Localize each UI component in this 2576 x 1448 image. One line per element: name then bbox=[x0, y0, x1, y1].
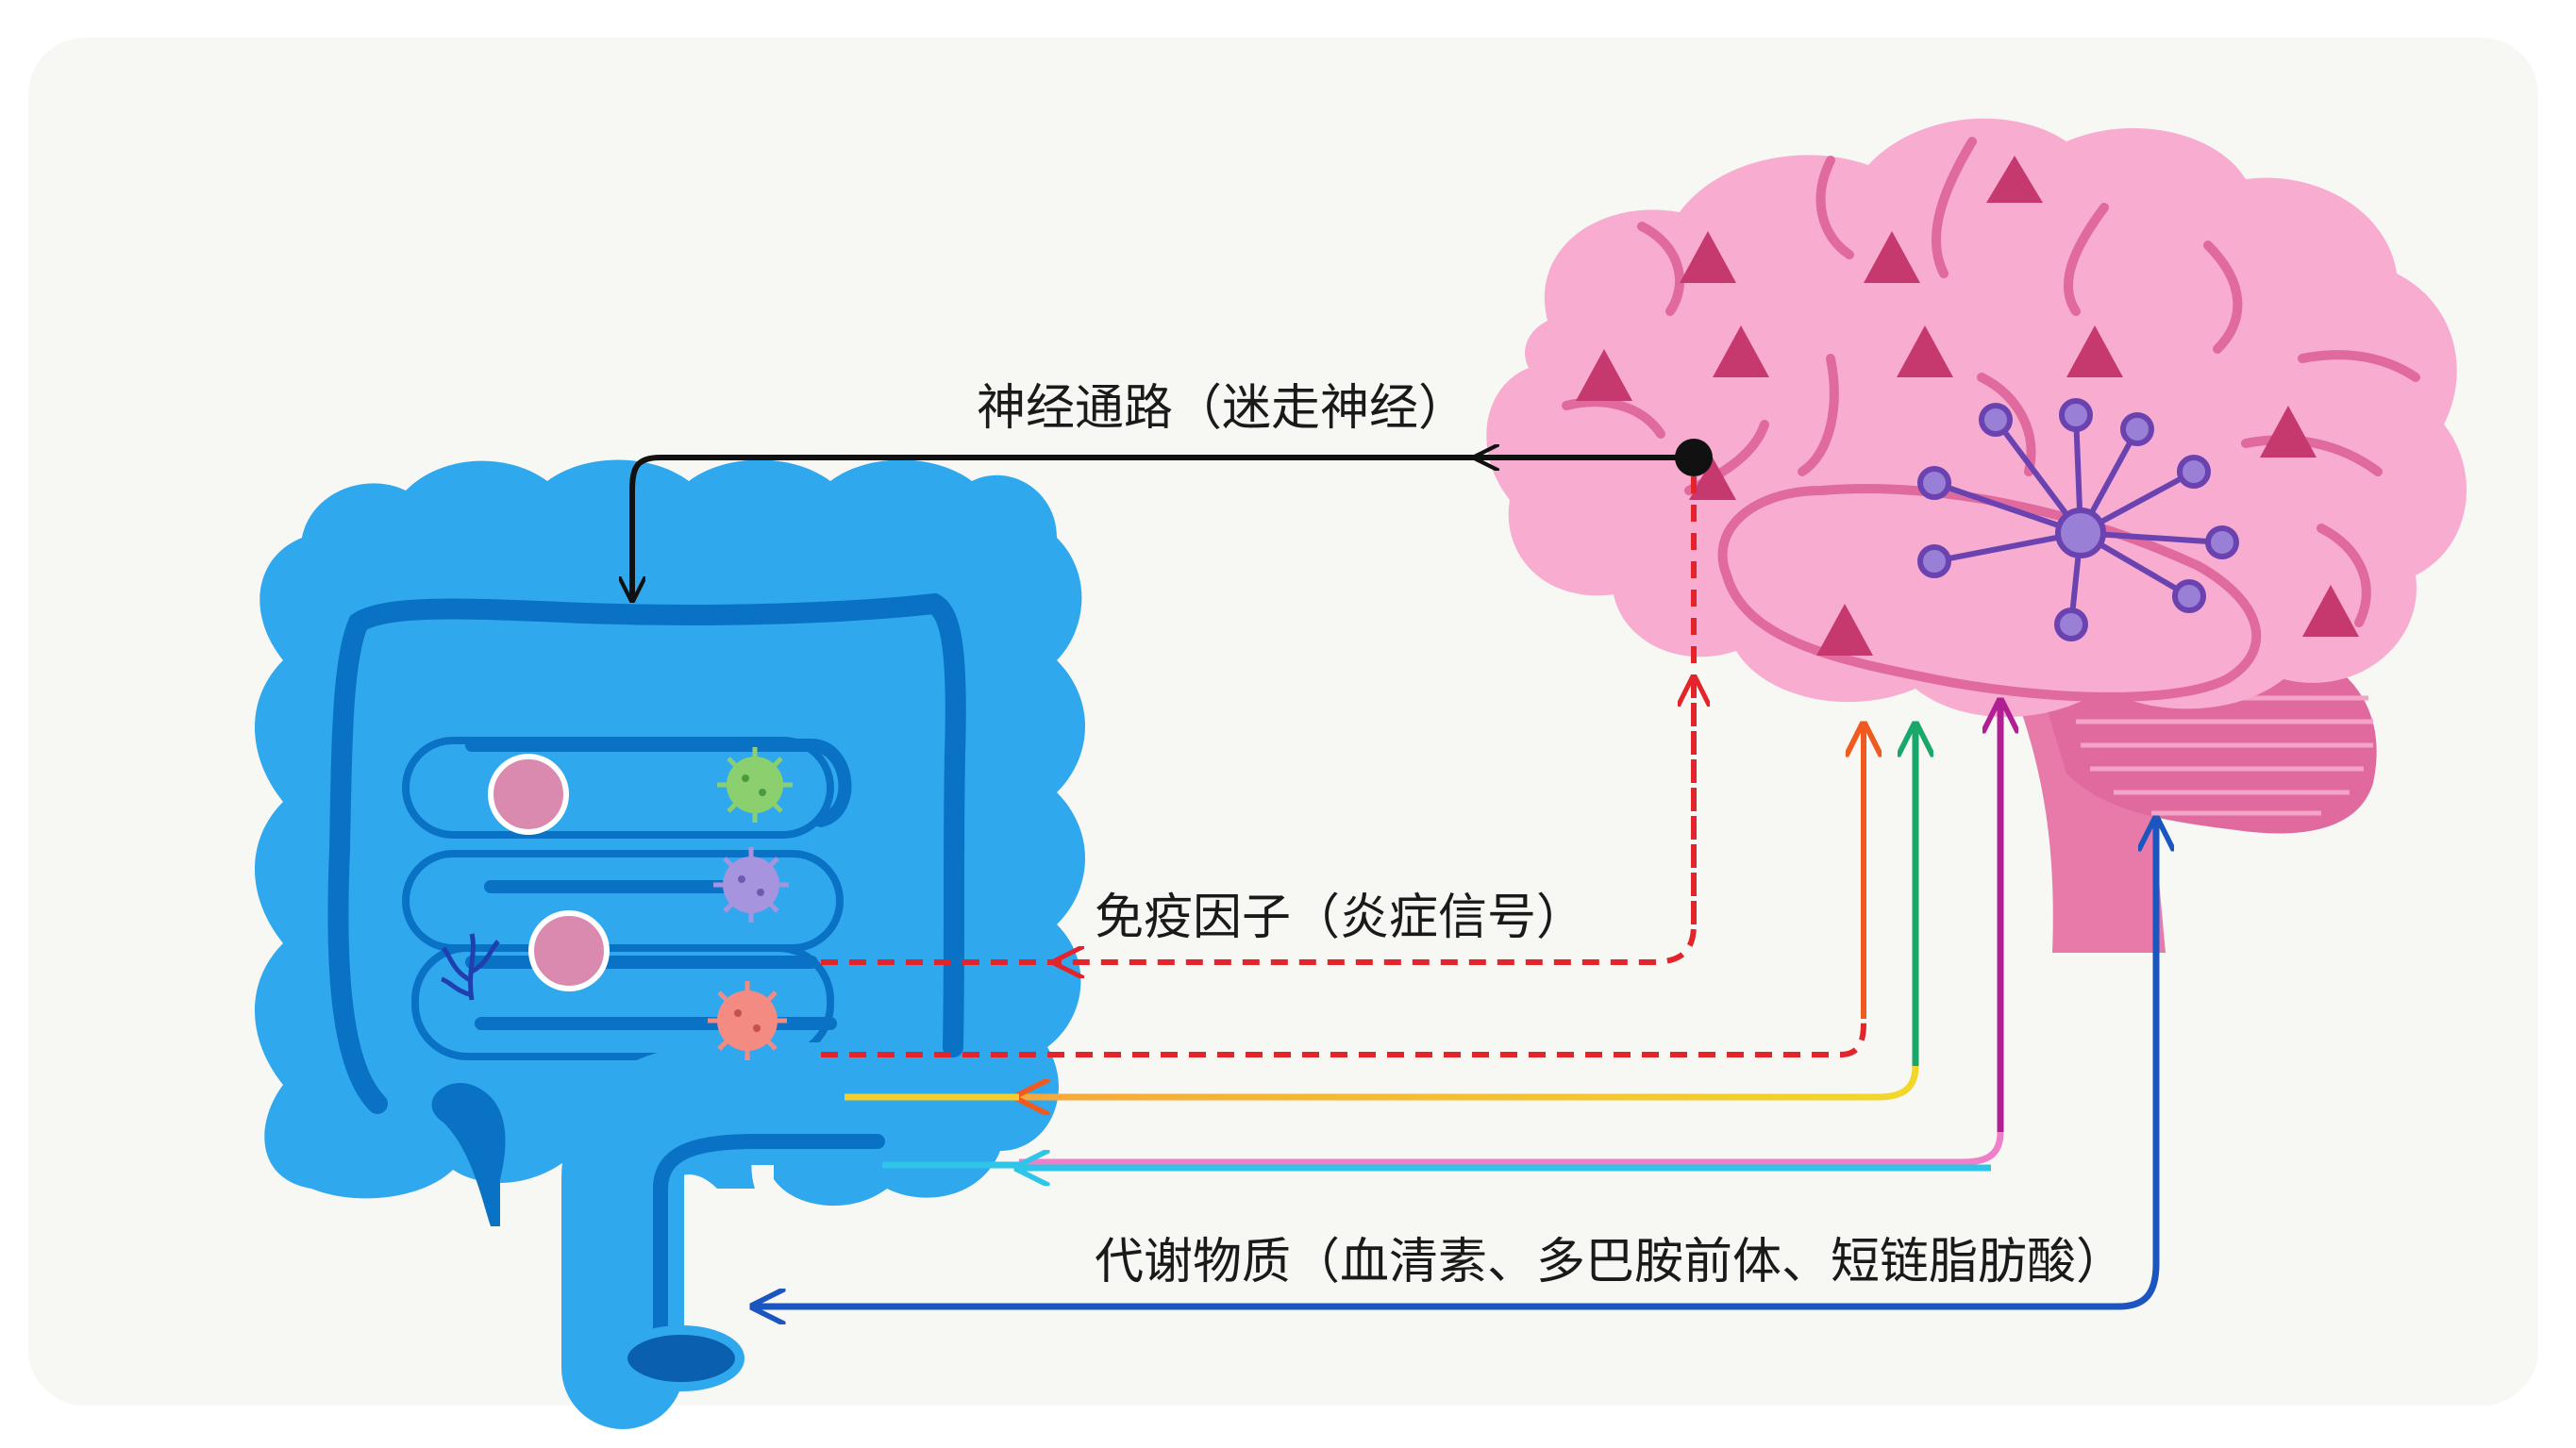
microbe-icon bbox=[708, 981, 787, 1060]
microbe-icon bbox=[713, 847, 789, 923]
triangle-icon bbox=[2260, 406, 2317, 458]
yellow-green-pathway-arrow bbox=[845, 726, 1915, 1097]
neuron-icon bbox=[1917, 398, 2239, 641]
seaweed-icon bbox=[441, 933, 500, 1001]
triangle-icon bbox=[1689, 458, 1736, 500]
magenta-cyan-pathway-arrow bbox=[882, 703, 2000, 1168]
pathway-endpoint-dot bbox=[1675, 439, 1713, 476]
brain-triangle-markers bbox=[1576, 156, 2359, 656]
neural-pathway-label: 神经通路（迷走神经） bbox=[977, 380, 1467, 437]
triangle-icon bbox=[1986, 156, 2043, 203]
triangle-icon bbox=[2066, 325, 2123, 377]
blue-metabolite-pathway-arrow bbox=[755, 821, 2156, 1307]
triangle-icon bbox=[1713, 325, 1769, 377]
metabolite-label: 代谢物质（血清素、多巴胺前体、短链脂肪酸） bbox=[1095, 1234, 2125, 1290]
immune-cell-icon bbox=[488, 754, 569, 835]
triangle-icon bbox=[1897, 325, 1953, 377]
gut-icon bbox=[255, 459, 1085, 1429]
immune-cell-icon bbox=[528, 910, 610, 991]
rectum-opening bbox=[618, 1325, 744, 1391]
immune-factor-label: 免疫因子（炎症信号） bbox=[1095, 890, 1585, 946]
microbe-icon bbox=[717, 747, 793, 823]
triangle-icon bbox=[1864, 231, 1920, 283]
neural-pathway-arrow bbox=[632, 439, 1713, 599]
triangle-icon bbox=[1576, 349, 1632, 401]
triangle-icon bbox=[1680, 231, 1736, 283]
triangle-icon bbox=[1816, 604, 1873, 656]
immune-pathway-arrow bbox=[821, 476, 1864, 1057]
triangle-icon bbox=[2302, 585, 2359, 637]
brain-icon bbox=[1486, 118, 2467, 953]
